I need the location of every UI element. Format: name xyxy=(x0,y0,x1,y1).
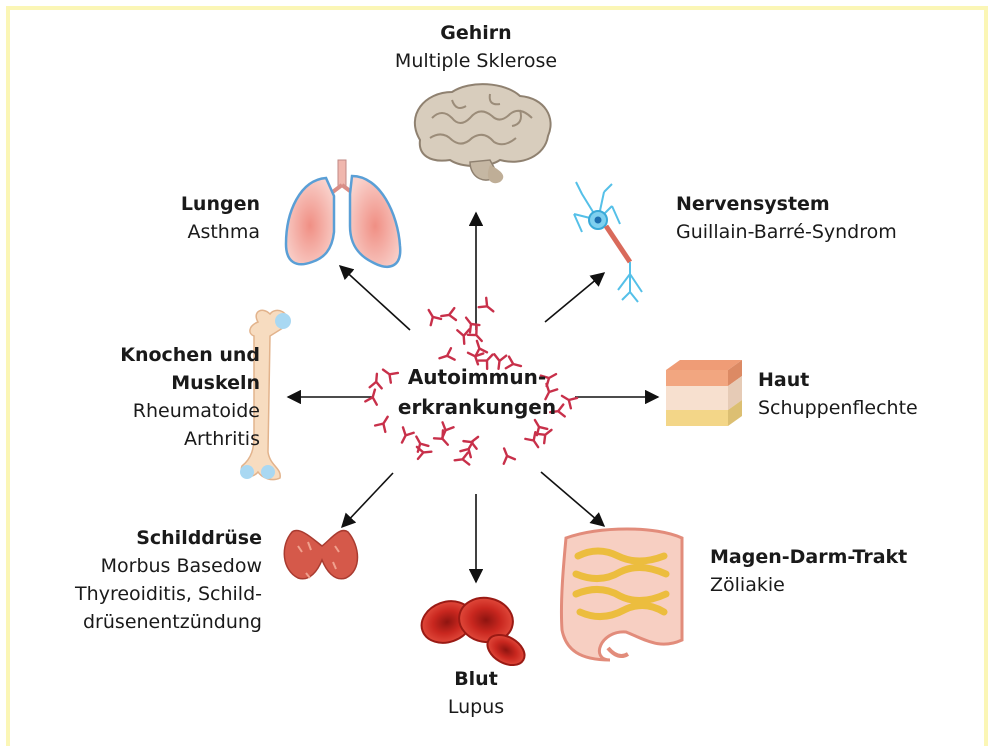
antibody-icon xyxy=(411,434,428,452)
lungs-title: Lungen xyxy=(120,190,260,218)
bones-label: Knochen und Muskeln Rheumatoide Arthriti… xyxy=(60,341,260,453)
nerves-title: Nervensystem xyxy=(676,190,976,218)
neuron-icon xyxy=(574,182,642,302)
gut-label: Magen-Darm-Trakt Zöliakie xyxy=(710,543,970,599)
antibody-icon xyxy=(471,339,487,356)
bones-title-2: Muskeln xyxy=(60,369,260,397)
blood-title: Blut xyxy=(396,665,556,693)
arrow-lungs xyxy=(340,266,410,330)
arrow-gut xyxy=(541,472,604,526)
brain-title: Gehirn xyxy=(376,19,576,47)
center-title-line-2: erkrankungen xyxy=(362,392,592,422)
center-title: Autoimmun- erkrankungen xyxy=(362,362,592,422)
center-title-line-1: Autoimmun- xyxy=(362,362,592,392)
arrow-thyroid xyxy=(342,473,393,527)
brain-disease: Multiple Sklerose xyxy=(376,47,576,75)
antibody-icon xyxy=(454,453,469,467)
lungs-icon xyxy=(286,160,400,267)
brain-label: Gehirn Multiple Sklerose xyxy=(376,19,576,75)
blood-cells-icon xyxy=(416,594,530,672)
lungs-label: Lungen Asthma xyxy=(120,190,260,246)
arrow-nerves xyxy=(545,273,604,322)
nerves-disease: Guillain-Barré-Syndrom xyxy=(676,218,976,246)
blood-label: Blut Lupus xyxy=(396,665,556,721)
antibody-icon xyxy=(424,307,441,325)
thyroid-disease-2: Thyreoiditis, Schild- xyxy=(40,580,262,608)
intestine-icon xyxy=(561,529,682,660)
antibody-icon xyxy=(440,308,456,322)
skin-disease: Schuppenflechte xyxy=(758,394,958,422)
thyroid-disease-3: drüsenentzündung xyxy=(40,608,262,636)
skin-title: Haut xyxy=(758,366,958,394)
thyroid-label: Schilddrüse Morbus Basedow Thyreoiditis,… xyxy=(40,524,262,636)
gut-title: Magen-Darm-Trakt xyxy=(710,543,970,571)
thyroid-disease-1: Morbus Basedow xyxy=(40,552,262,580)
brain-icon xyxy=(415,84,551,183)
blood-disease: Lupus xyxy=(396,693,556,721)
antibody-icon xyxy=(479,298,497,316)
nerves-label: Nervensystem Guillain-Barré-Syndrom xyxy=(676,190,976,246)
skin-label: Haut Schuppenflechte xyxy=(758,366,958,422)
bones-title-1: Knochen und xyxy=(60,341,260,369)
bones-disease-1: Rheumatoide xyxy=(60,397,260,425)
antibody-icon xyxy=(457,329,470,344)
antibody-icon xyxy=(397,427,414,445)
bones-disease-2: Arthritis xyxy=(60,425,260,453)
lungs-disease: Asthma xyxy=(120,218,260,246)
thyroid-icon xyxy=(284,531,357,579)
antibody-icon xyxy=(499,446,515,463)
skin-icon xyxy=(666,360,742,426)
thyroid-title: Schilddrüse xyxy=(40,524,262,552)
antibody-icon xyxy=(437,422,454,440)
gut-disease: Zöliakie xyxy=(710,571,970,599)
